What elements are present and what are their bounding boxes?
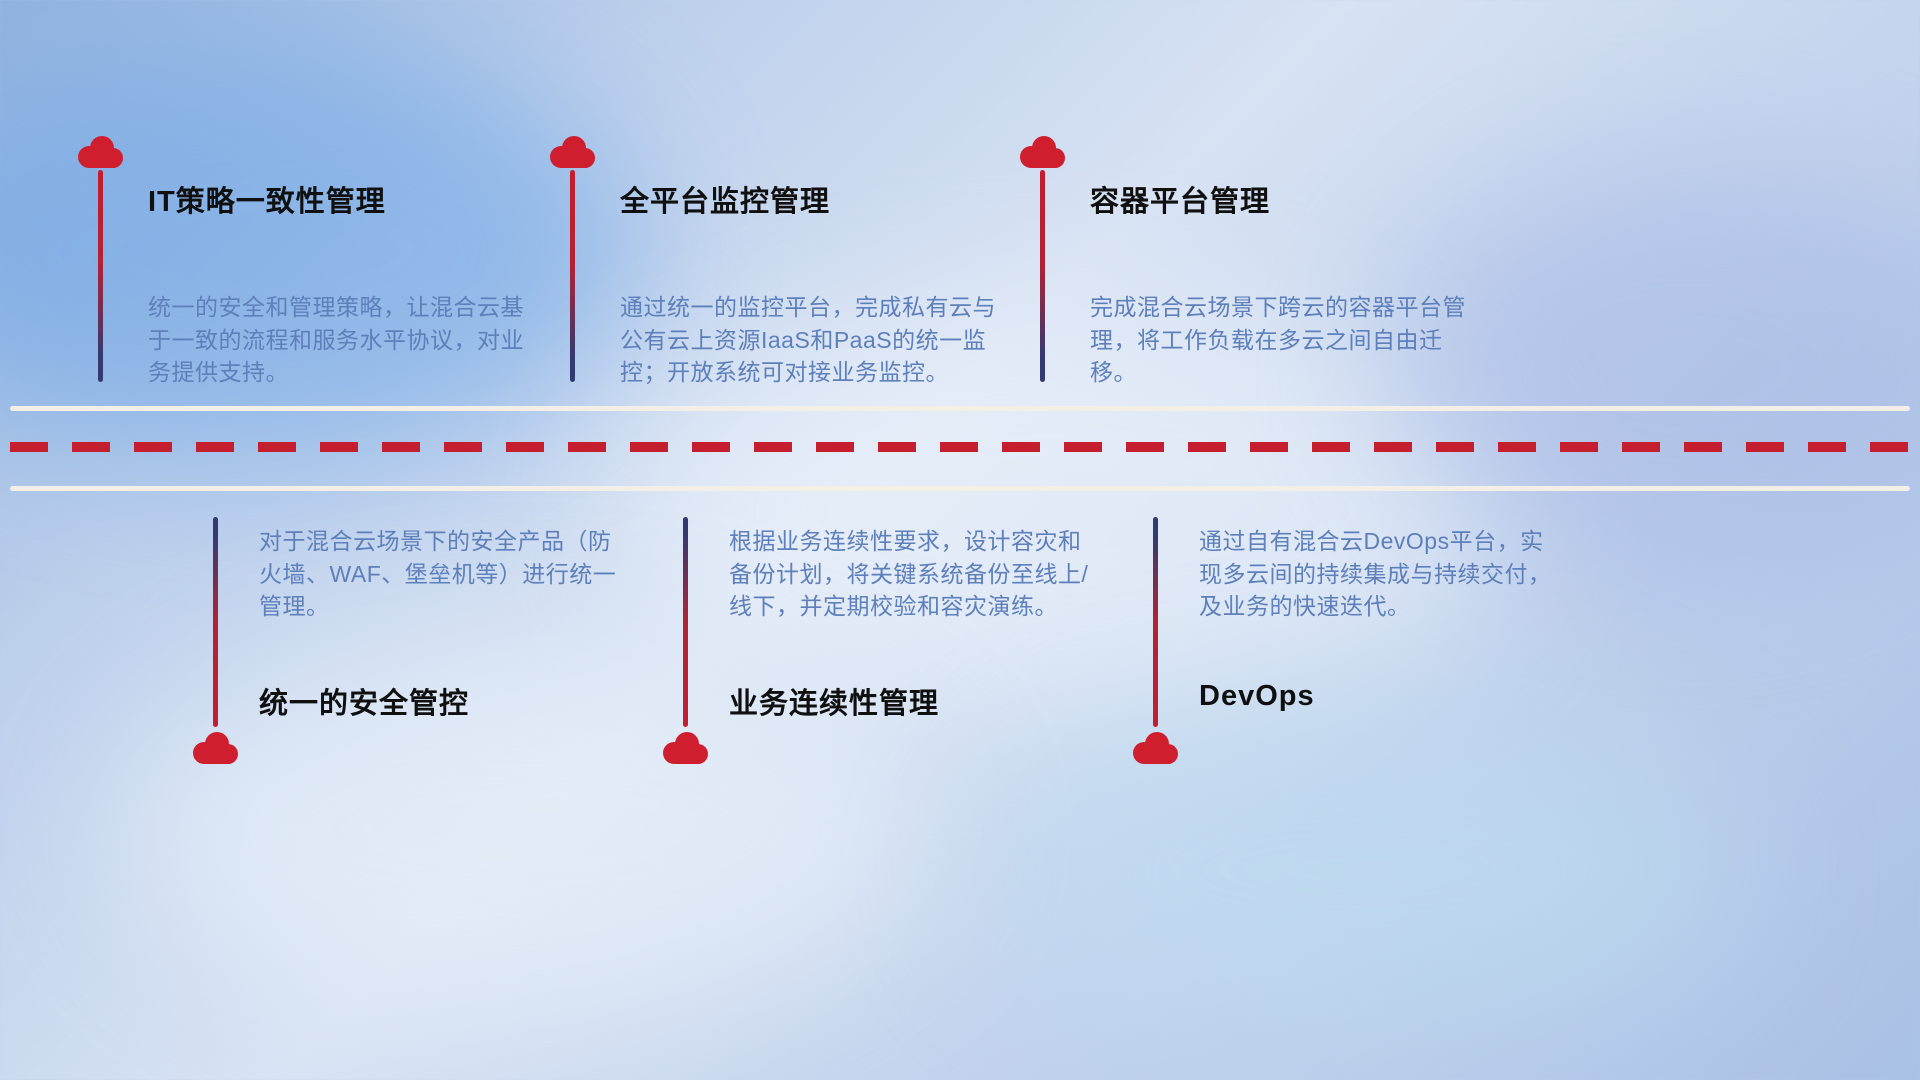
timeline-stem — [683, 517, 688, 727]
cloud-icon — [1133, 732, 1178, 764]
background-blob — [980, 700, 1740, 1040]
milestone-description: 统一的安全和管理策略，让混合云基于一致的流程和服务水平协议，对业务提供支持。 — [148, 294, 524, 386]
timeline-stem — [570, 170, 575, 382]
divider-solid-line-top — [10, 406, 1910, 411]
milestone-title: 业务连续性管理 — [729, 688, 940, 720]
milestone-title: 统一的安全管控 — [259, 688, 470, 720]
cloud-icon — [663, 732, 708, 764]
cloud-icon — [193, 732, 238, 764]
timeline-stem — [98, 170, 103, 382]
milestone-description: 根据业务连续性要求，设计容灾和备份计划，将关键系统备份至线上/线下，并定期校验和… — [729, 528, 1089, 620]
milestone-title: DevOps — [1199, 680, 1315, 712]
timeline-stem — [213, 517, 218, 727]
milestone-title: 全平台监控管理 — [620, 186, 831, 218]
cloud-icon — [550, 136, 595, 168]
background-blob — [0, 40, 640, 460]
cloud-icon — [78, 136, 123, 168]
milestone-description: 通过自有混合云DevOps平台，实现多云间的持续集成与持续交付，及业务的快速迭代… — [1199, 528, 1552, 620]
milestone-title: 容器平台管理 — [1090, 186, 1271, 218]
divider-solid-line-bottom — [10, 486, 1910, 491]
milestone-description: 对于混合云场景下的安全产品（防火墙、WAF、堡垒机等）进行统一管理。 — [259, 528, 617, 620]
timeline-stem — [1153, 517, 1158, 727]
cloud-icon — [1020, 136, 1065, 168]
milestone-description: 完成混合云场景下跨云的容器平台管理，将工作负载在多云之间自由迁移。 — [1090, 294, 1466, 386]
milestone-title: IT策略一致性管理 — [148, 186, 386, 218]
timeline-stem — [1040, 170, 1045, 382]
milestone-description: 通过统一的监控平台，完成私有云与公有云上资源IaaS和PaaS的统一监控；开放系… — [620, 294, 996, 386]
divider-dashed-line — [10, 442, 1910, 452]
